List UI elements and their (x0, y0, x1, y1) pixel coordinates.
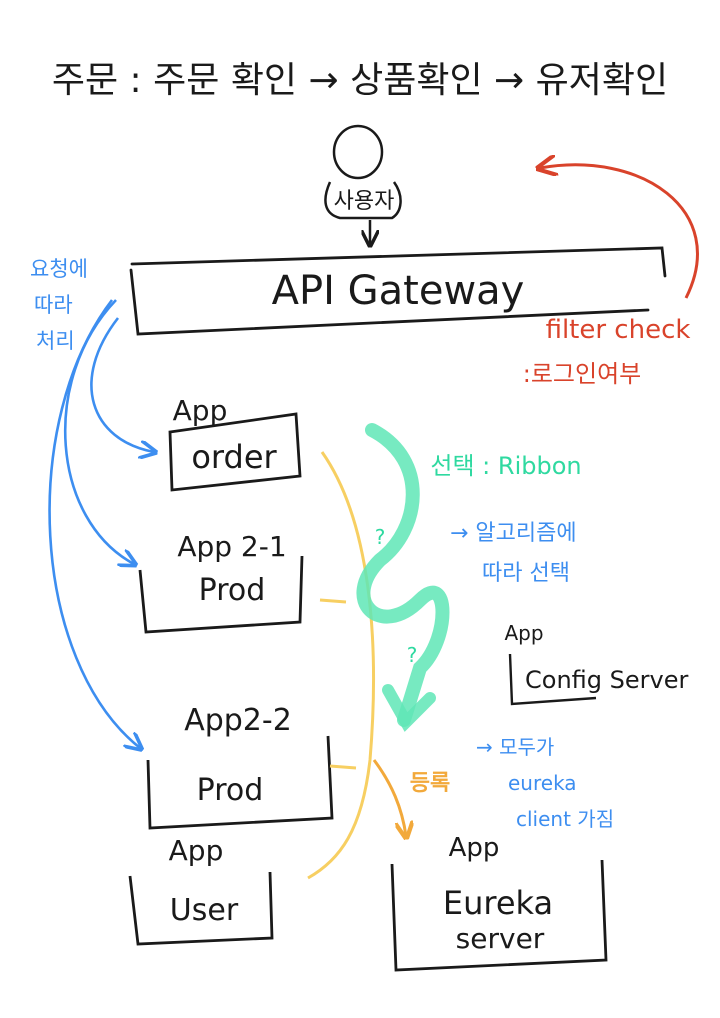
route-to-prod2-arrow (48, 299, 140, 748)
filter-check-note: filter check (546, 315, 691, 345)
prod1-service-label: Prod (199, 573, 266, 608)
registration-line-main (307, 451, 375, 880)
api-gateway-box: API Gateway (129, 246, 667, 336)
route-to-prod1-arrow (64, 299, 134, 564)
routing-note-line2: 따라 (34, 293, 73, 317)
diagram-title: 주문 : 주문 확인 → 상품확인 → 유저확인 (52, 60, 668, 101)
user-label: 사용자 (334, 189, 395, 214)
login-check-note: :로그인여부 (523, 360, 642, 388)
config-server-box: App Config Server (504, 621, 688, 706)
question-mark-2: ? (407, 643, 418, 667)
filter-feedback-arrow (540, 165, 699, 299)
eureka-client-note-line2: eureka (508, 771, 577, 795)
register-label: 등록 (410, 771, 450, 796)
registration-dash-prod2 (329, 764, 357, 770)
eureka-server-box: App Eureka server (390, 833, 608, 972)
user-actor: 사용자 (324, 124, 402, 220)
api-gateway-label: API Gateway (272, 268, 525, 314)
user-head-icon (332, 124, 384, 180)
ribbon-select-label: 선택 : Ribbon (430, 452, 581, 480)
prod1-app-tag: App 2-1 (177, 530, 286, 563)
algorithm-note-line2: 따라 선택 (482, 561, 570, 586)
order-service-label: order (191, 438, 277, 476)
config-app-tag: App (504, 621, 543, 645)
routing-note-line1: 요청에 (30, 257, 88, 281)
eureka-client-note-line1: → 모두가 (476, 735, 554, 759)
order-app-tag: App (173, 394, 228, 427)
algorithm-note-line1: → 알고리즘에 (450, 521, 577, 546)
user-app-tag: App (169, 834, 224, 867)
prod2-service-box: App2-2 Prod (146, 703, 334, 830)
order-service-box: App order (168, 394, 302, 492)
user-body-icon (324, 181, 402, 220)
user-service-box: App User (128, 834, 274, 946)
ribbon-selection-curve (356, 423, 450, 727)
routing-note-line3: 처리 (36, 329, 75, 353)
prod1-service-box: App 2-1 Prod (138, 530, 304, 634)
registration-arrow (372, 759, 406, 836)
eureka-server-label: Eureka (443, 884, 553, 922)
routing-note: 요청에 따라 처리 (30, 257, 88, 353)
config-server-label: Config Server (525, 666, 688, 694)
eureka-server-sublabel: server (456, 922, 545, 955)
registration-dash-prod1 (319, 598, 347, 604)
prod2-service-label: Prod (197, 773, 264, 808)
route-to-order-arrow (90, 317, 154, 452)
ribbon-selection-arrowhead (382, 684, 436, 732)
user-service-label: User (170, 893, 239, 928)
eureka-client-note-line3: client 가짐 (516, 807, 614, 831)
prod2-app-tag: App2-2 (184, 703, 292, 738)
eureka-app-tag: App (449, 833, 500, 863)
question-mark-1: ? (375, 525, 386, 549)
